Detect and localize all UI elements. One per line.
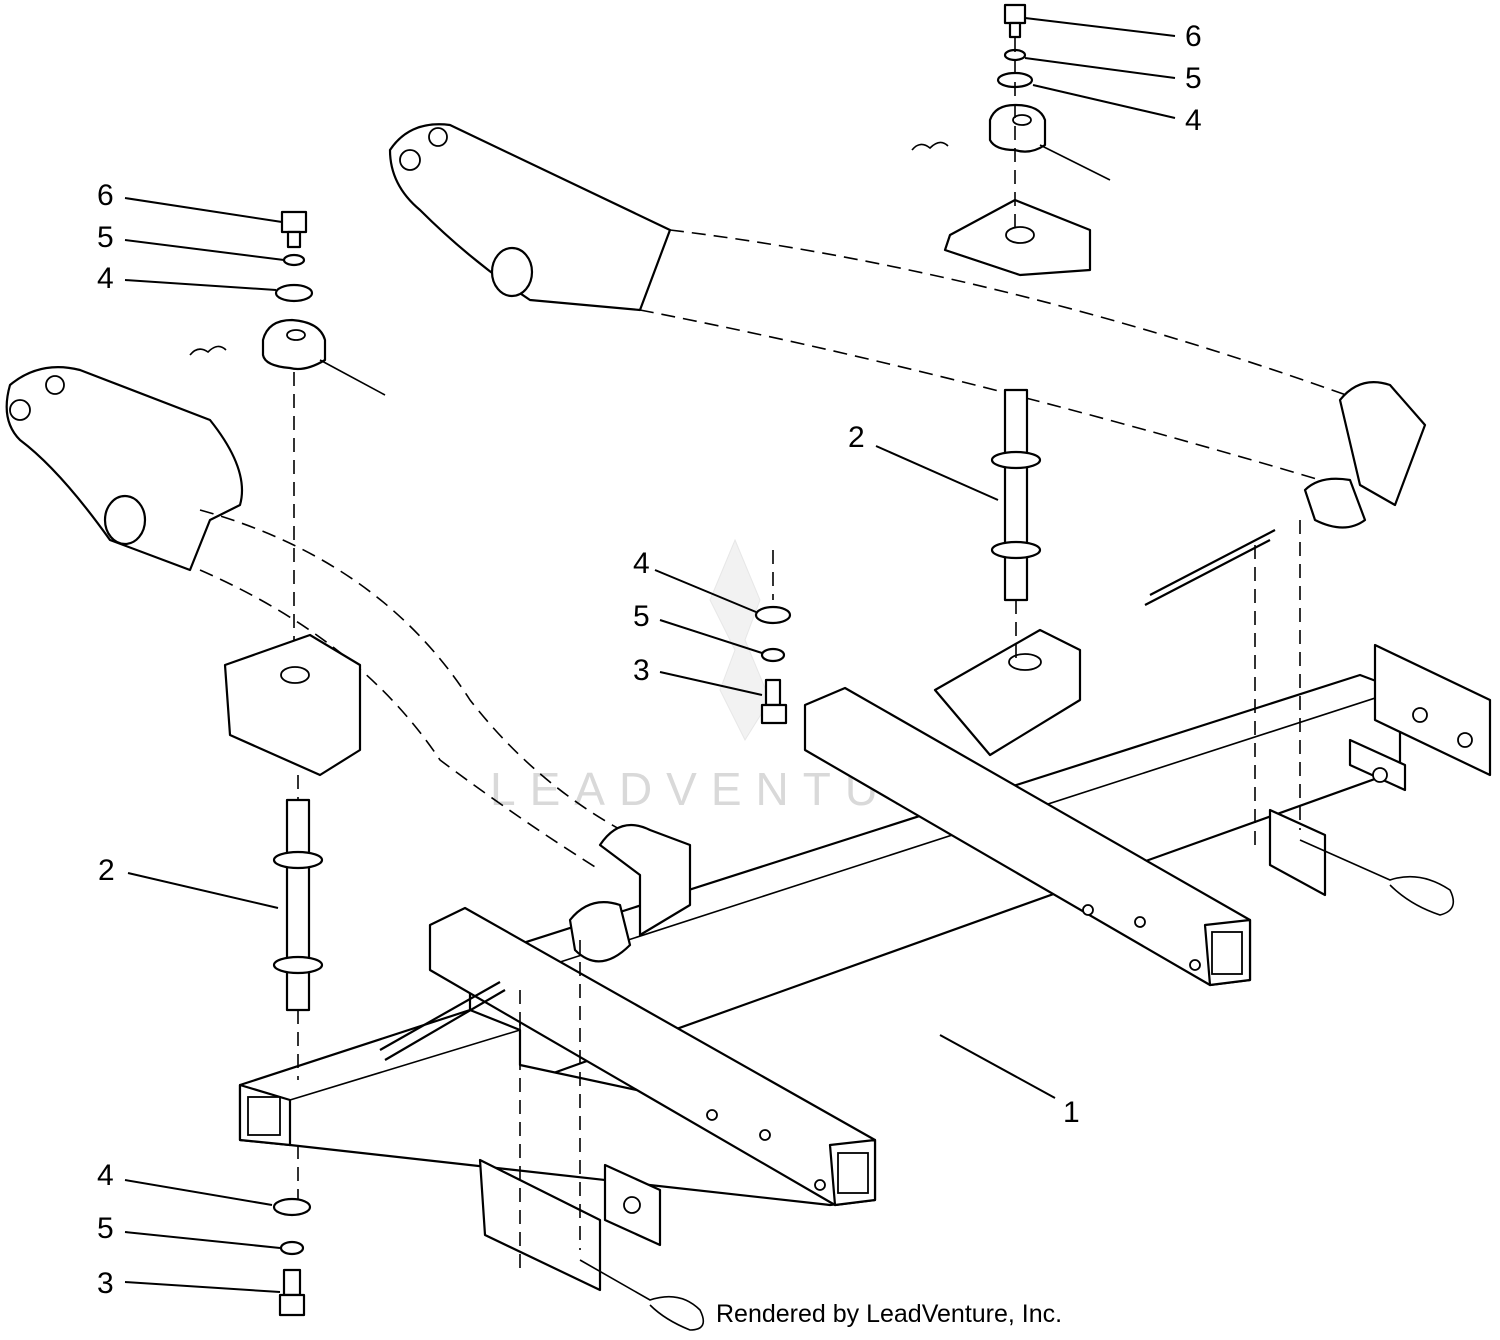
- callout-top-left-5: 5: [97, 221, 114, 254]
- callout-bottom-4: 4: [97, 1159, 114, 1192]
- left-pivot-pin: [272, 775, 324, 1200]
- callout-top-right-6: 6: [1185, 20, 1202, 53]
- right-pivot-pin: [990, 388, 1042, 660]
- left-mount-block: [223, 633, 362, 777]
- callout-top-right-4: 4: [1185, 104, 1202, 137]
- watermark-logo: [709, 538, 771, 742]
- right-upper-hardware: [911, 3, 1111, 230]
- callout-right-2: 2: [848, 421, 865, 454]
- callout-bottom-5: 5: [97, 1212, 114, 1245]
- callout-center-4: 4: [633, 547, 650, 580]
- right-lift-arm: [388, 123, 1427, 529]
- callout-center-5: 5: [633, 600, 650, 633]
- callout-top-left-4: 4: [97, 262, 114, 295]
- left-upper-hardware: [189, 210, 386, 640]
- center-hardware: [754, 550, 792, 725]
- hitch-pins: [379, 520, 1455, 1331]
- callout-top-left-6: 6: [97, 179, 114, 212]
- callout-bottom-3: 3: [97, 1267, 114, 1300]
- render-credit: Rendered by LeadVenture, Inc.: [716, 1300, 1063, 1328]
- callout-left-2: 2: [98, 854, 115, 887]
- callout-top-right-5: 5: [1185, 62, 1202, 95]
- callout-labels: 6 5 4 6 5 4 4 5 3 2 2 4 5 3 1: [97, 17, 1202, 1300]
- callout-center-3: 3: [633, 654, 650, 687]
- hitch-frame: [238, 628, 1492, 1292]
- left-lift-arm: [5, 366, 692, 963]
- bottom-hardware: [272, 1197, 312, 1317]
- callout-frame-1: 1: [1063, 1096, 1080, 1129]
